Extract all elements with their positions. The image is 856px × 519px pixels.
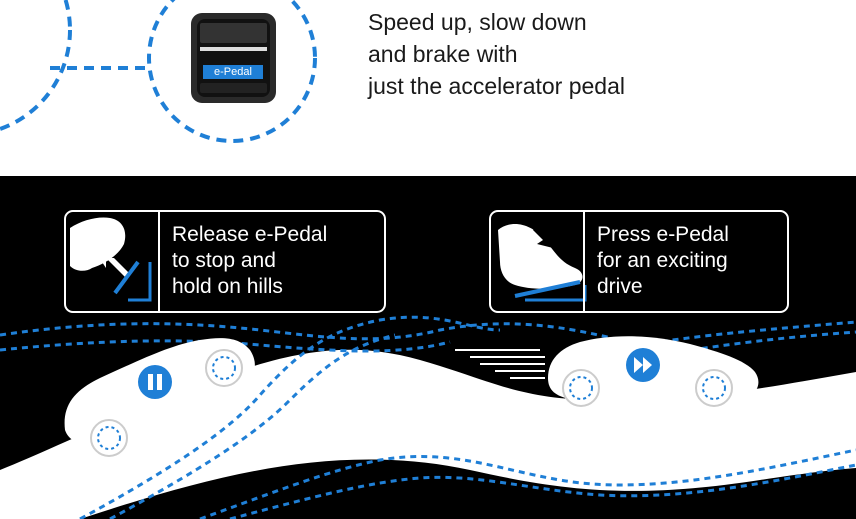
card-divider	[158, 212, 160, 311]
fast-forward-icon	[626, 348, 660, 382]
foot-release-icon	[70, 217, 152, 302]
press-line-1: Press e-Pedal	[597, 223, 729, 246]
release-mode-text: Release e-Pedal to stop and hold on hill…	[172, 222, 327, 300]
press-mode-card: Press e-Pedal for an exciting drive	[489, 210, 789, 313]
speed-lines	[455, 349, 545, 379]
release-mode-card: Release e-Pedal to stop and hold on hill…	[64, 210, 386, 313]
press-mode-text: Press e-Pedal for an exciting drive	[597, 222, 729, 300]
foot-press-icon	[498, 224, 587, 302]
release-line-2: to stop and	[172, 249, 276, 272]
press-line-3: drive	[597, 275, 643, 298]
e-pedal-button-icon	[191, 13, 276, 103]
headline-line-3: just the accelerator pedal	[368, 73, 625, 99]
headline: Speed up, slow down and brake with just …	[368, 6, 625, 102]
pause-icon	[138, 365, 172, 399]
headline-line-1: Speed up, slow down	[368, 9, 587, 35]
e-pedal-label: e-Pedal	[203, 65, 263, 79]
release-line-1: Release e-Pedal	[172, 223, 328, 246]
top-panel	[0, 0, 856, 176]
dashed-circle-decoration	[0, 0, 317, 143]
card-divider	[583, 212, 585, 311]
headline-line-2: and brake with	[368, 41, 518, 67]
car-stopped	[64, 338, 255, 457]
press-line-2: for an exciting	[597, 249, 728, 272]
release-line-3: hold on hills	[172, 275, 283, 298]
car-moving	[455, 336, 759, 407]
